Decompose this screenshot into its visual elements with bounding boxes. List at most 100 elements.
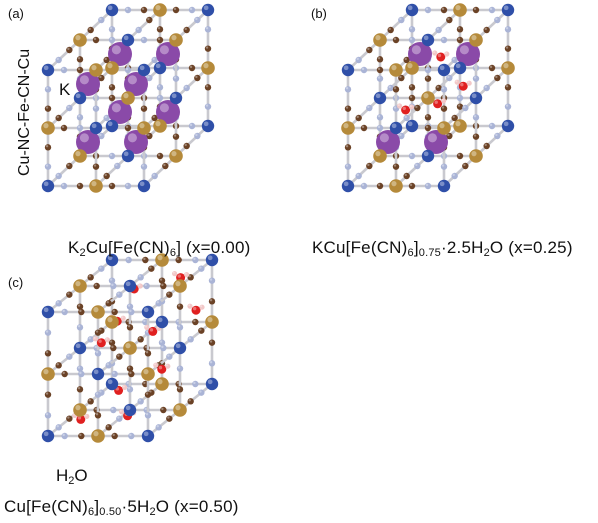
- copper-atom: [341, 179, 355, 193]
- carbon-atom-shine: [77, 183, 81, 187]
- carbon-atom-shine: [109, 183, 113, 187]
- carbon-atom-shine: [145, 350, 149, 354]
- carbon-atom: [87, 398, 94, 405]
- copper-atom-shine: [171, 93, 177, 99]
- copper-atom-shine: [107, 379, 113, 385]
- cn-bridge: [474, 124, 510, 158]
- nitrogen-atom-shine: [209, 278, 213, 281]
- copper-atom-shine: [75, 343, 81, 349]
- nitrogen-atom-shine: [361, 183, 365, 187]
- nitrogen-atom: [76, 365, 84, 372]
- carbon-atom: [472, 133, 480, 140]
- nitrogen-atom-shine: [94, 345, 97, 349]
- nitrogen-atom: [55, 424, 62, 431]
- nitrogen-atom-shine: [189, 7, 193, 11]
- iron-atom-shine: [125, 343, 131, 349]
- nitrogen-atom: [183, 84, 190, 92]
- potassium-atom-shine: [127, 75, 137, 85]
- nitrogen-atom: [114, 162, 121, 170]
- carbon-atom: [160, 282, 167, 290]
- nitrogen-atom: [166, 353, 173, 360]
- nitrogen-atom-shine: [111, 283, 114, 287]
- carbon-atom-shine: [177, 304, 181, 307]
- oxygen-atom-shine: [77, 416, 82, 420]
- carbon-atom: [194, 74, 201, 82]
- nitrogen-atom: [483, 84, 490, 92]
- cn-bridge: [96, 346, 132, 376]
- iron-atom: [405, 61, 419, 75]
- carbon-atom-shine: [361, 125, 365, 129]
- copper-atom-shine: [155, 63, 161, 69]
- nitrogen-atom: [408, 36, 416, 44]
- nitrogen-atom-shine: [147, 75, 150, 79]
- iron-atom: [137, 121, 151, 135]
- carbon-atom-shine: [77, 56, 81, 60]
- copper-atom: [501, 119, 515, 133]
- cn-bridge: [46, 96, 82, 130]
- iron-atom-shine: [43, 369, 49, 375]
- nitrogen-atom-shine: [193, 257, 196, 261]
- iron-atom: [501, 61, 515, 75]
- carbon-atom: [108, 84, 116, 91]
- cn-bridge: [474, 8, 510, 42]
- carbon-atom-shine: [129, 371, 132, 375]
- nitrogen-atom: [116, 415, 123, 422]
- iron-atom-shine: [471, 35, 477, 41]
- iron-atom: [469, 149, 483, 163]
- hydrogen-atom: [120, 315, 126, 321]
- carbon-atom: [66, 415, 73, 422]
- hydrogen-atom-shine: [105, 337, 108, 340]
- carbon-atom: [44, 391, 52, 398]
- hydrogen-atom: [466, 80, 472, 86]
- nitrogen-atom-shine: [99, 17, 102, 21]
- copper-atom-shine: [439, 65, 445, 71]
- carbon-atom-shine: [106, 424, 109, 428]
- carbon-atom-shine: [163, 163, 166, 167]
- nitrogen-atom: [424, 182, 432, 190]
- nitrogen-atom-shine: [145, 330, 149, 333]
- cn-bridge: [426, 8, 462, 42]
- carbon-atom-shine: [152, 115, 155, 119]
- nitrogen-atom-shine: [441, 86, 445, 90]
- nitrogen-atom: [376, 124, 384, 132]
- iron-atom: [153, 3, 167, 17]
- carbon-atom: [156, 36, 164, 44]
- copper-atom: [137, 179, 151, 193]
- carbon-atom-shine: [79, 309, 82, 313]
- nitrogen-atom-shine: [152, 57, 155, 61]
- iron-atom: [121, 91, 135, 105]
- nitrogen-atom-shine: [111, 407, 114, 411]
- carbon-atom-shine: [425, 125, 429, 129]
- carbon-atom: [105, 300, 112, 307]
- cn-bridge: [46, 38, 82, 72]
- cn-bridge: [474, 66, 510, 100]
- iron-atom: [73, 33, 87, 47]
- nitrogen-atom-shine: [425, 67, 429, 71]
- copper-atom: [73, 341, 87, 355]
- nitrogen-atom-shine: [209, 360, 213, 364]
- carbon-atom: [146, 16, 153, 24]
- carbon-atom: [108, 182, 116, 190]
- nitrogen-atom-shine: [441, 37, 445, 41]
- nitrogen-atom-shine: [125, 183, 129, 187]
- carbon-atom: [162, 162, 169, 170]
- iron-atom-shine: [171, 35, 177, 41]
- nitrogen-atom-shine: [345, 86, 349, 90]
- carbon-atom-shine: [457, 26, 461, 30]
- nitrogen-atom-shine: [205, 26, 209, 30]
- nitrogen-atom-shine: [77, 125, 81, 129]
- nitrogen-atom-shine: [77, 324, 81, 328]
- hydrogen-atom-shine: [154, 363, 157, 366]
- copper-atom: [405, 119, 419, 133]
- cn-bridge: [46, 284, 82, 314]
- carbon-atom: [55, 114, 62, 122]
- carbon-atom-shine: [447, 17, 450, 21]
- carbon-atom: [78, 308, 85, 316]
- copper-atom-shine: [343, 181, 349, 187]
- carbon-atom-shine: [161, 407, 164, 411]
- carbon-atom: [92, 163, 100, 170]
- iron-atom-shine: [175, 405, 181, 411]
- hydrogen-atom: [444, 51, 450, 57]
- carbon-atom-shine: [356, 115, 359, 119]
